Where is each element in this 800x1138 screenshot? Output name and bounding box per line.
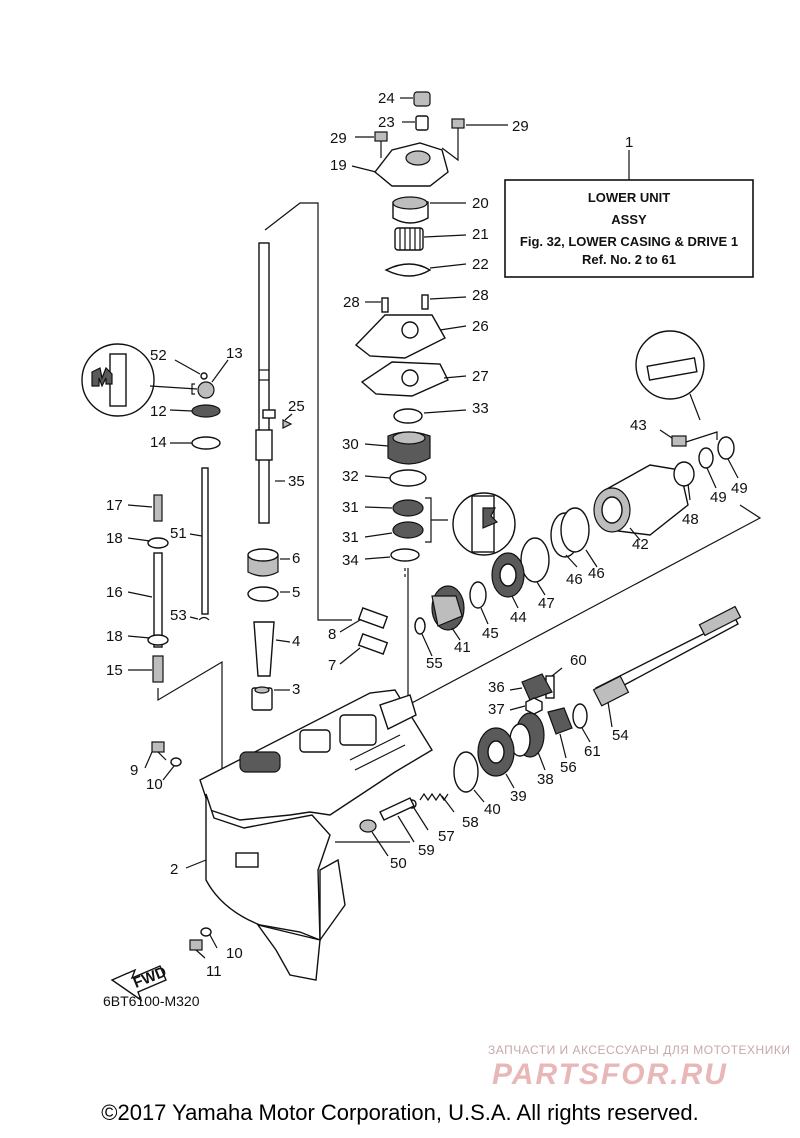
callout-45: 45 — [482, 625, 499, 642]
callout-24: 24 — [378, 90, 395, 107]
callout-41: 41 — [454, 639, 471, 656]
callout-33: 33 — [472, 400, 489, 417]
water-tube-parts — [247, 504, 762, 711]
callout-35: 35 — [288, 473, 305, 490]
callout-29-right: 29 — [512, 118, 529, 135]
callout-40: 40 — [484, 801, 501, 818]
callout-12: 12 — [150, 403, 167, 420]
callout-49-right: 49 — [731, 480, 748, 497]
callout-47: 47 — [538, 595, 555, 612]
callout-49-left: 49 — [710, 489, 727, 506]
callout-38: 38 — [537, 771, 554, 788]
callout-7: 7 — [328, 657, 336, 674]
callout-17: 17 — [106, 497, 123, 514]
diagram-code: 6BT6100-M320 — [103, 993, 200, 1009]
callout-5: 5 — [292, 584, 300, 601]
callout-37: 37 — [488, 701, 505, 718]
callout-1: 1 — [625, 134, 633, 151]
callout-10-bottom: 10 — [226, 945, 243, 962]
callout-60: 60 — [570, 652, 587, 669]
callout-2: 2 — [170, 861, 178, 878]
lower-casing: FWD — [110, 689, 433, 1002]
callout-28-right: 28 — [472, 287, 489, 304]
callout-13: 13 — [226, 345, 243, 362]
callout-19: 19 — [330, 157, 347, 174]
callout-18-top: 18 — [106, 530, 123, 547]
callout-31-top: 31 — [342, 499, 359, 516]
callout-43: 43 — [630, 417, 647, 434]
callout-18-bottom: 18 — [106, 628, 123, 645]
watermark-logo: PARTSFOR.RU — [492, 1058, 728, 1091]
callout-55: 55 — [426, 655, 443, 672]
callout-26: 26 — [472, 318, 489, 335]
callout-34: 34 — [342, 552, 359, 569]
callout-54: 54 — [612, 727, 629, 744]
callout-15: 15 — [106, 662, 123, 679]
callout-9: 9 — [130, 762, 138, 779]
callout-27: 27 — [472, 368, 489, 385]
callout-6: 6 — [292, 550, 300, 567]
callout-32: 32 — [342, 468, 359, 485]
callout-50: 50 — [390, 855, 407, 872]
watermark-subtitle: ЗАПЧАСТИ И АКСЕССУАРЫ ДЛЯ МОТОТЕХНИКИ — [488, 1043, 791, 1057]
box-line-1: LOWER UNIT — [588, 190, 670, 205]
callout-39: 39 — [510, 788, 527, 805]
callout-10-top: 10 — [146, 776, 163, 793]
callout-57: 57 — [438, 828, 455, 845]
callout-48: 48 — [682, 511, 699, 528]
callout-23: 23 — [378, 114, 395, 131]
callout-16: 16 — [106, 584, 123, 601]
box-line-4: Ref. No. 2 to 61 — [582, 252, 676, 267]
callout-30: 30 — [342, 436, 359, 453]
box-line-3: Fig. 32, LOWER CASING & DRIVE 1 — [520, 234, 738, 249]
callout-28-left: 28 — [343, 294, 360, 311]
water-pump-group — [351, 91, 516, 580]
info-box: 1 LOWER UNIT ASSY Fig. 32, LOWER CASING … — [504, 134, 754, 278]
callout-61: 61 — [584, 743, 601, 760]
callout-21: 21 — [472, 226, 489, 243]
box-line-2: ASSY — [611, 212, 647, 227]
callout-44: 44 — [510, 609, 527, 626]
copyright-notice: ©2017 Yamaha Motor Corporation, U.S.A. A… — [101, 1100, 699, 1125]
callout-53: 53 — [170, 607, 187, 624]
callout-42: 42 — [632, 536, 649, 553]
callout-11: 11 — [206, 963, 222, 980]
callout-36: 36 — [488, 679, 505, 696]
prop-shaft-housing-group — [414, 330, 739, 657]
callout-51: 51 — [170, 525, 187, 542]
callout-25: 25 — [288, 398, 305, 415]
callout-3: 3 — [292, 681, 300, 698]
callout-46-left: 46 — [566, 571, 583, 588]
callout-22: 22 — [472, 256, 489, 273]
callout-4: 4 — [292, 633, 300, 650]
callout-52: 52 — [150, 347, 167, 364]
shift-rod-group — [81, 343, 229, 785]
prop-shaft-group — [335, 605, 742, 857]
callout-numbers: 24 23 29 29 19 20 21 22 28 28 26 27 33 3… — [106, 90, 748, 980]
drive-shaft — [255, 202, 352, 621]
callout-29-left: 29 — [330, 130, 347, 147]
callout-14: 14 — [150, 434, 167, 451]
callout-46-right: 46 — [588, 565, 605, 582]
callout-31-bottom: 31 — [342, 529, 359, 546]
callout-20: 20 — [472, 195, 489, 212]
callout-58: 58 — [462, 814, 479, 831]
callout-59: 59 — [418, 842, 435, 859]
callout-56: 56 — [560, 759, 577, 776]
callout-8: 8 — [328, 626, 336, 643]
